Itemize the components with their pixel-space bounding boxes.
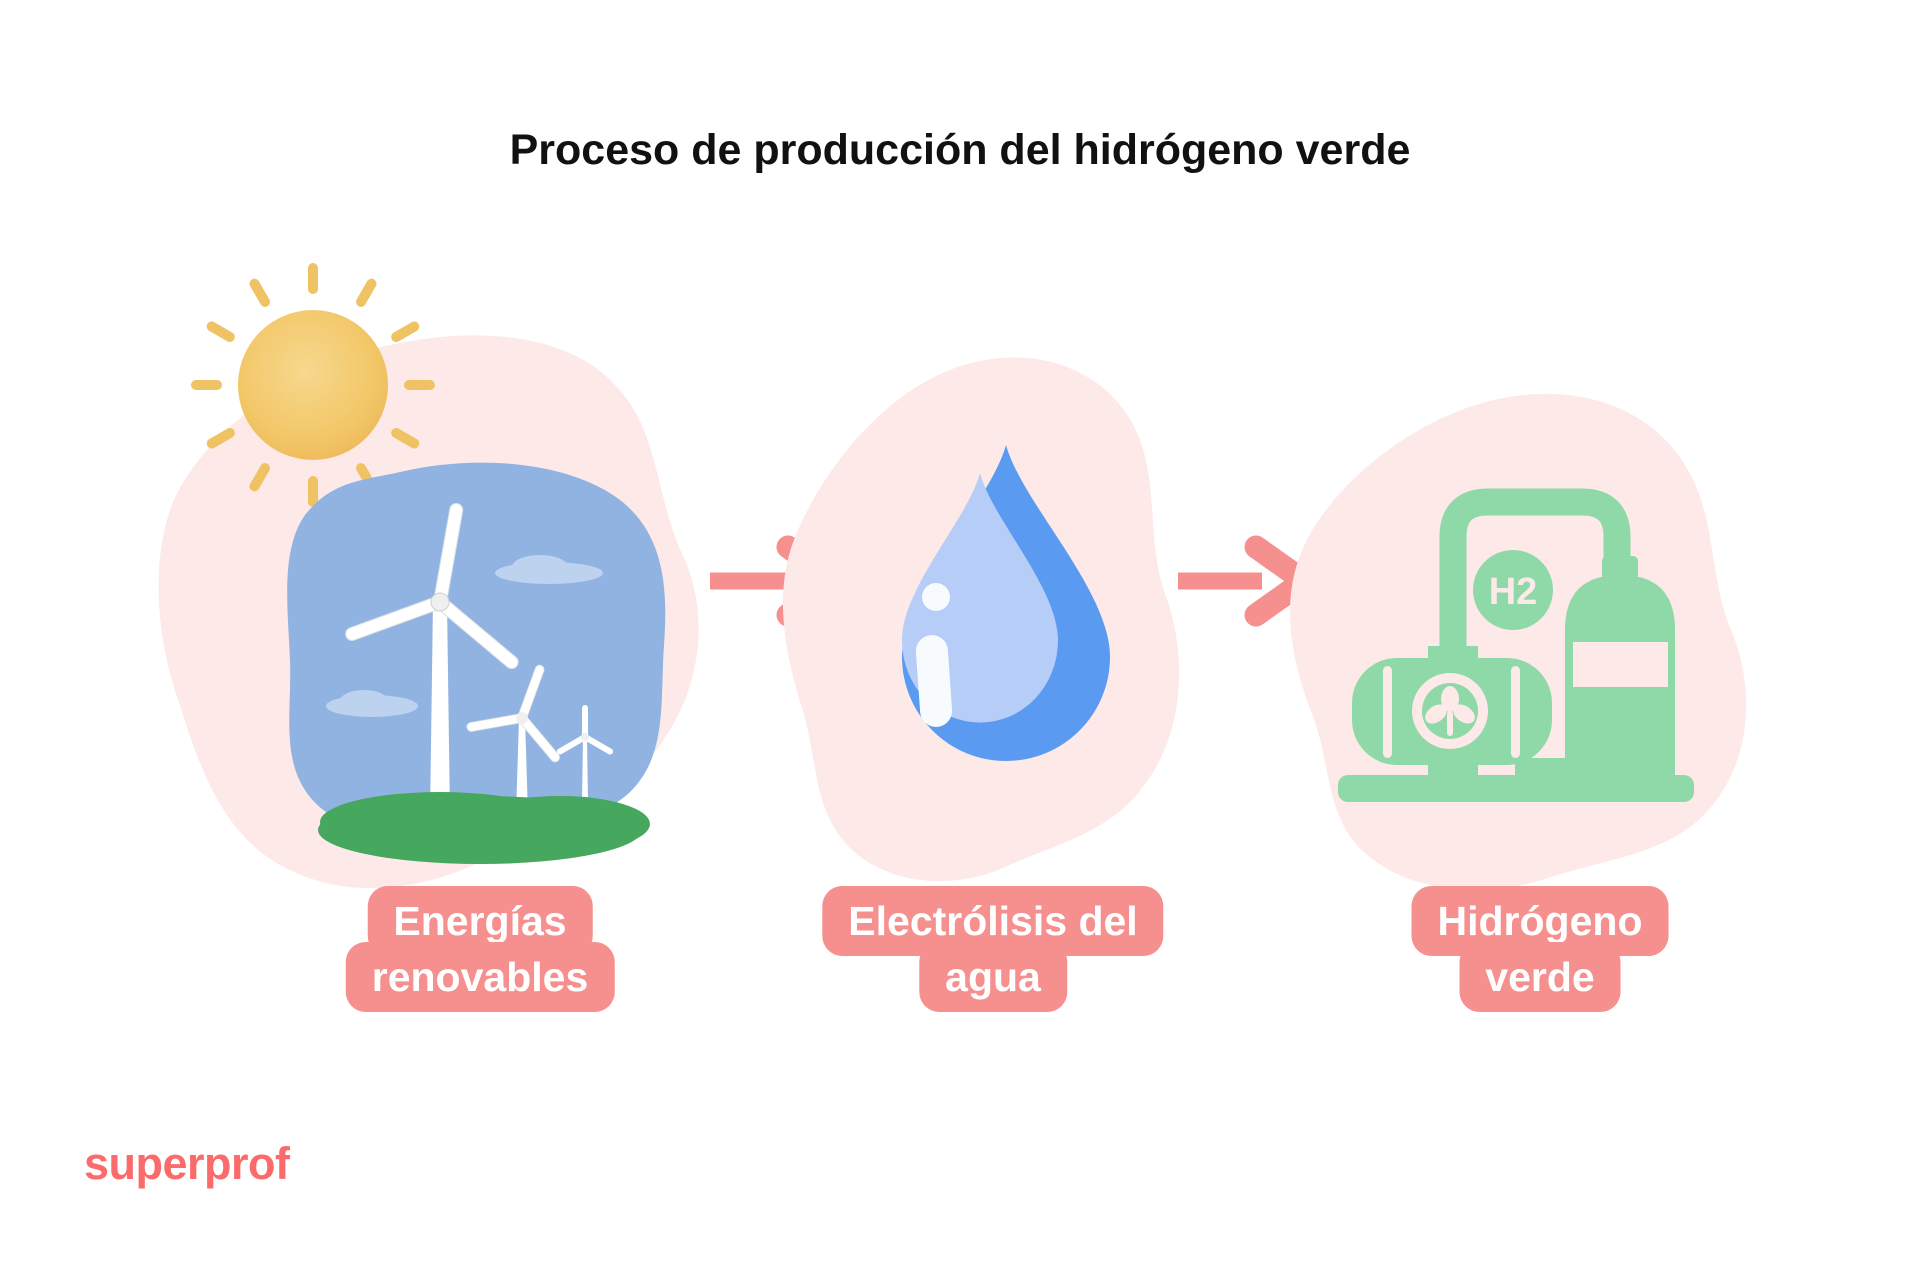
cloud-icon — [326, 555, 603, 717]
plant-base — [1338, 775, 1694, 802]
stage-hydrogen-illustration: H2 — [1290, 393, 1747, 890]
label-energias-renovables: Energías renovables — [345, 886, 615, 1012]
stage-electrolysis-illustration — [782, 357, 1180, 882]
svg-text:H2: H2 — [1489, 571, 1538, 613]
label-line: renovables — [345, 942, 615, 1012]
label-line: agua — [919, 942, 1067, 1012]
water-drop-icon — [902, 445, 1110, 761]
label-hidrogeno-verde: Hidrógeno verde — [1411, 886, 1669, 1012]
grass-icon — [318, 792, 650, 864]
pipe — [1439, 488, 1631, 665]
pink-blob-background — [1290, 393, 1747, 890]
leaf-icon — [1412, 673, 1488, 749]
label-line: Hidrógeno — [1411, 886, 1669, 956]
wind-turbine-icon — [345, 502, 519, 816]
label-electrolisis-del-agua: Electrólisis del agua — [822, 886, 1164, 1012]
hydrogen-plant-icon: H2 — [1338, 488, 1694, 802]
electrolyzer-tank — [1352, 646, 1565, 780]
label-line: verde — [1459, 942, 1621, 1012]
wind-turbine-icon — [466, 664, 561, 816]
stage-renewables-illustration — [158, 263, 699, 889]
superprof-logo: superprof — [84, 1138, 290, 1189]
sun-icon — [191, 263, 435, 507]
page-title: Proceso de producción del hidrógeno verd… — [509, 126, 1411, 174]
sky-background — [287, 462, 666, 836]
storage-tank — [1565, 556, 1675, 785]
h2-badge: H2 — [1473, 550, 1553, 630]
wind-turbine-icon — [556, 705, 614, 802]
